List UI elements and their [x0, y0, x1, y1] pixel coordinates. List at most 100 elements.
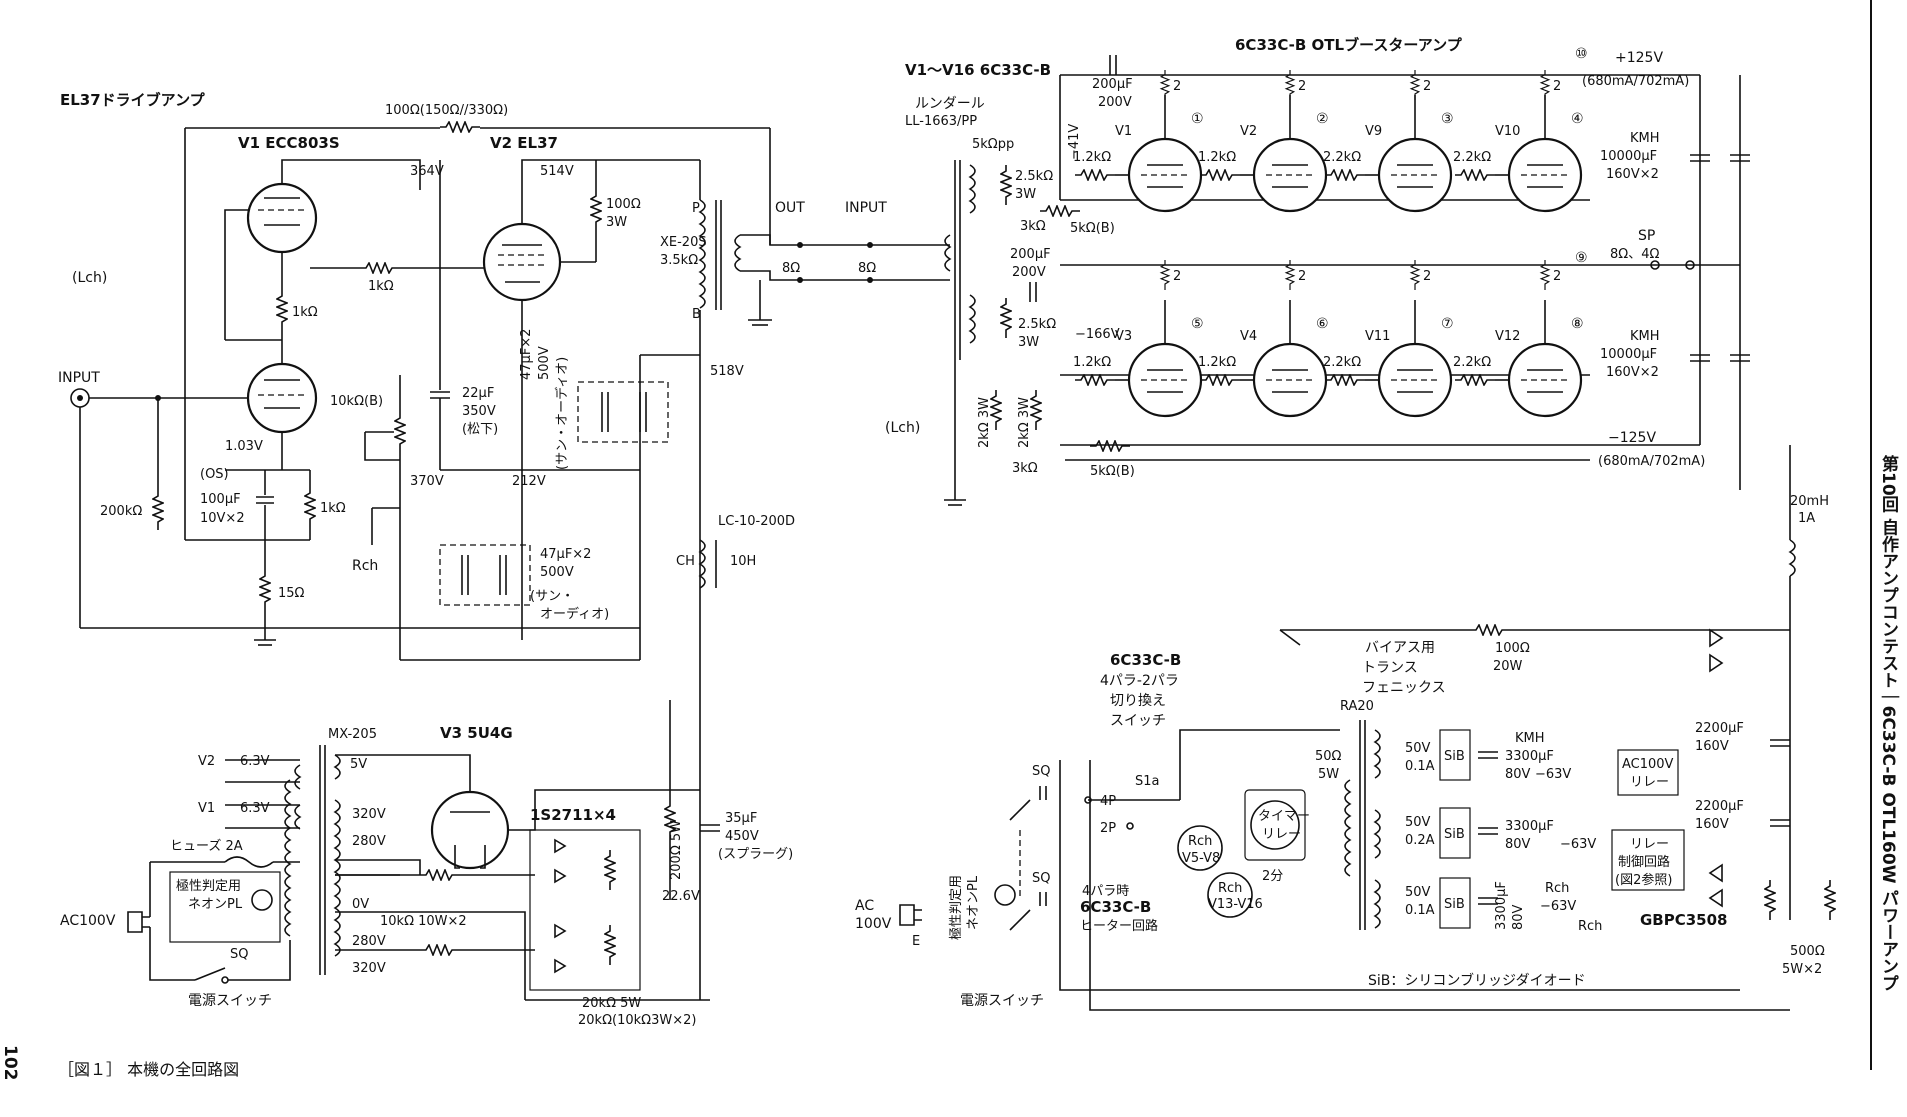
figure-caption: ［図１］ 本機の全回路図 [58, 1060, 239, 1079]
otl-neon1-label: 極性判定用 [948, 875, 964, 940]
p125-label: +125V [1615, 50, 1663, 66]
heater1-label: 4パラ時 [1082, 884, 1129, 899]
svg-text:3300μF: 3300μF [1505, 749, 1554, 764]
r100w-otl-label: 100Ω [1495, 641, 1530, 656]
diode-4-icon [554, 958, 567, 974]
svg-text:80V: 80V [1505, 837, 1531, 852]
svg-text:−63V: −63V [1540, 899, 1576, 914]
driver-lch-label: (Lch) [72, 270, 107, 286]
neon1-label: 極性判定用 [176, 878, 241, 894]
svg-text:80V: 80V [1511, 904, 1526, 930]
xe-label: XE-20S [660, 235, 707, 250]
svg-text:0.1A: 0.1A [1405, 759, 1435, 774]
main-diode-3 [1708, 863, 1723, 883]
tap-marker-8: ⑧ [1571, 316, 1584, 332]
sp-terminal-a [1650, 260, 1660, 270]
r25k-b-w-label: 3W [1018, 335, 1039, 350]
c22-label: 22μF [462, 386, 494, 401]
c2200a-label: 2200μF [1695, 721, 1744, 736]
pt-5v-coil [333, 754, 341, 780]
otl-title: 6C33C-B OTLブースターアンプ [1235, 36, 1463, 54]
svg-text:Rch: Rch [1218, 881, 1242, 896]
r25k-b-label: 2.5kΩ [1018, 317, 1056, 332]
out-label: OUT [775, 200, 805, 216]
h63b-label: 6.3V [240, 801, 270, 816]
mx-label: MX-205 [328, 727, 377, 742]
c47a-label: 47μF×2 [519, 329, 534, 380]
ac-plug-icon[interactable] [127, 911, 150, 933]
c47b-pair [439, 544, 531, 606]
c22m-label: (松下) [462, 422, 498, 437]
diode-2-icon [554, 868, 567, 884]
otl-sq-a-label: SQ [1032, 764, 1050, 779]
xe-p-label: P [692, 201, 700, 216]
r500-label: 500Ω [1790, 944, 1825, 959]
c2200b-v-label: 160V [1695, 817, 1729, 832]
r50w-label: 5W [1318, 767, 1339, 782]
tap-marker-5: ⑤ [1191, 316, 1204, 332]
c100-label: 100μF [200, 492, 241, 507]
sw3-label: スイッチ [1110, 713, 1166, 729]
in2-label: INPUT [845, 200, 887, 216]
r25k-a-label: 2.5kΩ [1015, 169, 1053, 184]
power-switch-label: 電源スイッチ [188, 993, 272, 1009]
l20-label: 20mH [1790, 494, 1829, 509]
m125i-label: (680mA/702mA) [1598, 454, 1705, 469]
otl-power-switch-a[interactable] [1009, 799, 1031, 821]
driver-section: EL37ドライブアンプ (Lch) 100Ω(150Ω//330Ω) V1 EC… [58, 91, 950, 1028]
v226-label: 22.6V [662, 889, 700, 904]
c47b-label: 47μF×2 [540, 547, 591, 562]
c200a-label: 200μF [1092, 77, 1133, 92]
bias4-label: RA20 [1340, 699, 1374, 714]
ac100v-relay-box [1617, 749, 1679, 796]
otl-tube-grid: 2V1①1.2kΩ2V2②1.2kΩ2V9③2.2kΩ2V10④2.2kΩ2V3… [1073, 46, 1588, 418]
bias2-label: トランス [1362, 660, 1418, 676]
tap-marker-9: ⑨ [1575, 250, 1588, 266]
c2200b-label: 2200μF [1695, 799, 1744, 814]
svg-text:リレー: リレー [1630, 775, 1669, 790]
diode-3-icon [554, 923, 567, 939]
otl-tube-label-6: V4 [1240, 329, 1257, 344]
t320b-label: 320V [352, 961, 386, 976]
v518-label: 518V [710, 364, 744, 379]
ac100-label: AC100V [60, 913, 116, 929]
v2h-label: V2 [198, 754, 215, 769]
r3k-b-label: 3kΩ [1012, 461, 1038, 476]
it-sec1-coil [968, 164, 976, 214]
svg-text:80V: 80V [1505, 767, 1531, 782]
rch-heater-a [1177, 825, 1223, 871]
t320a-label: 320V [352, 807, 386, 822]
tap-marker-7: ⑦ [1441, 316, 1454, 332]
page-number: 102 [0, 1045, 20, 1081]
kmh-b-label: KMH [1630, 329, 1660, 344]
svg-text:AC100V: AC100V [1622, 757, 1674, 772]
out-z-label: 8Ω [782, 261, 800, 276]
relay-control-box [1611, 829, 1685, 891]
c35v-label: 450V [725, 829, 759, 844]
c47a-pair [577, 381, 669, 443]
otl-e-label: E [912, 934, 920, 949]
pt-v1-heater-coil [294, 804, 302, 830]
svg-text:SiB: SiB [1444, 827, 1465, 842]
otl-ac-plug-icon[interactable] [899, 904, 922, 926]
c2200a-v-label: 160V [1695, 739, 1729, 754]
otl-power-switch-b[interactable] [1009, 909, 1031, 931]
ch-label: CH [676, 554, 695, 569]
r25k-a-w-label: 3W [1015, 187, 1036, 202]
l20-coil [1788, 539, 1796, 577]
in2-z-label: 8Ω [858, 261, 876, 276]
pot5k-b-label: 5kΩ(B) [1090, 464, 1135, 479]
t280a-label: 280V [352, 834, 386, 849]
kmh-a-c-label: 10000μF [1600, 149, 1657, 164]
l20i-label: 1A [1798, 511, 1815, 526]
driver-title: EL37ドライブアンプ [60, 91, 206, 109]
c47a-m-label: (サン・オーディオ) [554, 357, 570, 470]
c200a-v-label: 200V [1098, 95, 1132, 110]
sq-label: SQ [230, 947, 248, 962]
plate-r-label-4: 2 [1553, 79, 1561, 94]
svg-text:Rch: Rch [1578, 919, 1602, 934]
bias-winding-3: 50V 0.1A SiB 3300μF 80V Rch −63V Rch [1373, 877, 1602, 934]
fuse-icon [224, 856, 274, 868]
power-switch[interactable] [194, 967, 226, 981]
bias3-label: フェニックス [1362, 680, 1446, 696]
